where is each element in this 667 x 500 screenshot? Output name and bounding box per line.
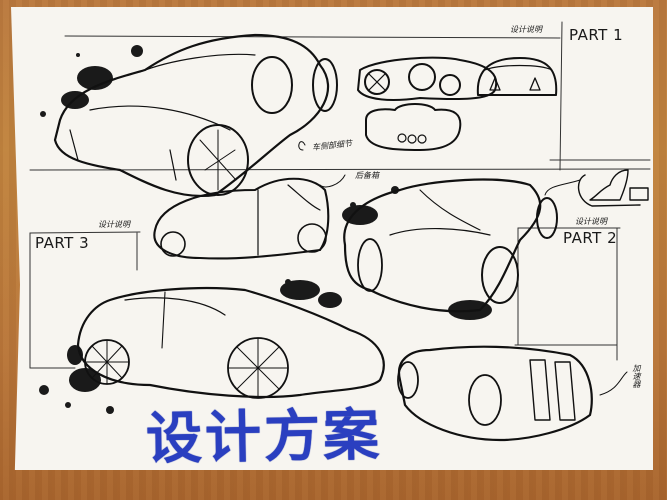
part1-title: PART 1 — [569, 26, 624, 44]
car-center-right-sketch — [343, 178, 558, 313]
part1-note: 设计说明 — [510, 25, 542, 34]
accelerator-annotation: 加速器 — [632, 364, 641, 388]
car-top-left-sketch — [53, 33, 338, 197]
car-bottom-left-sketch — [76, 286, 385, 399]
part3-note: 设计说明 — [98, 220, 130, 229]
car-side-panel-sketch — [357, 56, 498, 101]
part3-title: PART 3 — [35, 234, 90, 252]
layout-lines — [29, 21, 651, 369]
car-middle-sketch — [153, 177, 330, 260]
design-plan-title: 设计方案 — [145, 402, 383, 473]
annotation-arrows — [298, 141, 628, 396]
part2-title: PART 2 — [563, 229, 618, 247]
ink-splatters — [39, 45, 492, 414]
seat-detail-sketch — [577, 169, 649, 207]
car-front-sketch — [476, 57, 558, 96]
trunk-annotation: 后备箱 — [355, 171, 379, 180]
part2-note: 设计说明 — [575, 217, 607, 226]
car-rear-sketch — [365, 103, 462, 151]
car-bottom-right-sketch — [397, 345, 593, 442]
